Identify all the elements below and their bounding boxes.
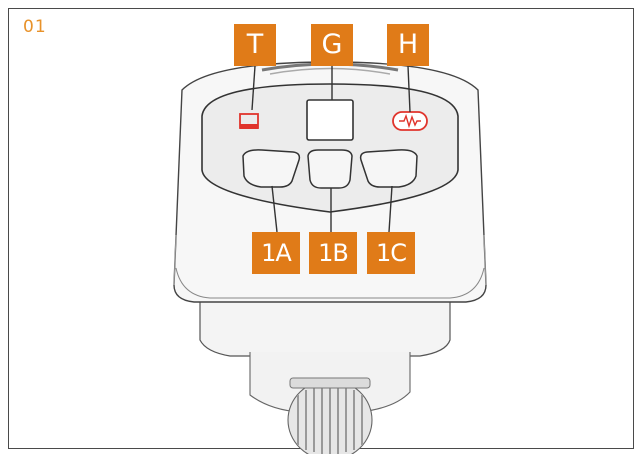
device-lower-body bbox=[199, 289, 451, 357]
center-button bbox=[307, 149, 353, 189]
knob-icon bbox=[287, 377, 373, 454]
right-button bbox=[359, 149, 418, 188]
callout-1c: 1C bbox=[367, 232, 415, 274]
signal-indicator-icon bbox=[392, 111, 428, 131]
display-screen bbox=[306, 99, 354, 141]
left-button bbox=[242, 149, 301, 188]
callout-1a: 1A bbox=[252, 232, 300, 274]
callout-t: T bbox=[234, 24, 276, 66]
leader-h bbox=[407, 65, 411, 113]
battery-indicator-icon bbox=[239, 113, 259, 129]
callout-g: G bbox=[311, 24, 353, 66]
leader-t bbox=[251, 65, 256, 111]
leader-1a bbox=[271, 185, 278, 233]
callout-1b: 1B bbox=[309, 232, 357, 274]
leader-1c bbox=[388, 185, 393, 233]
step-number: 01 bbox=[23, 17, 47, 37]
callout-h: H bbox=[387, 24, 429, 66]
